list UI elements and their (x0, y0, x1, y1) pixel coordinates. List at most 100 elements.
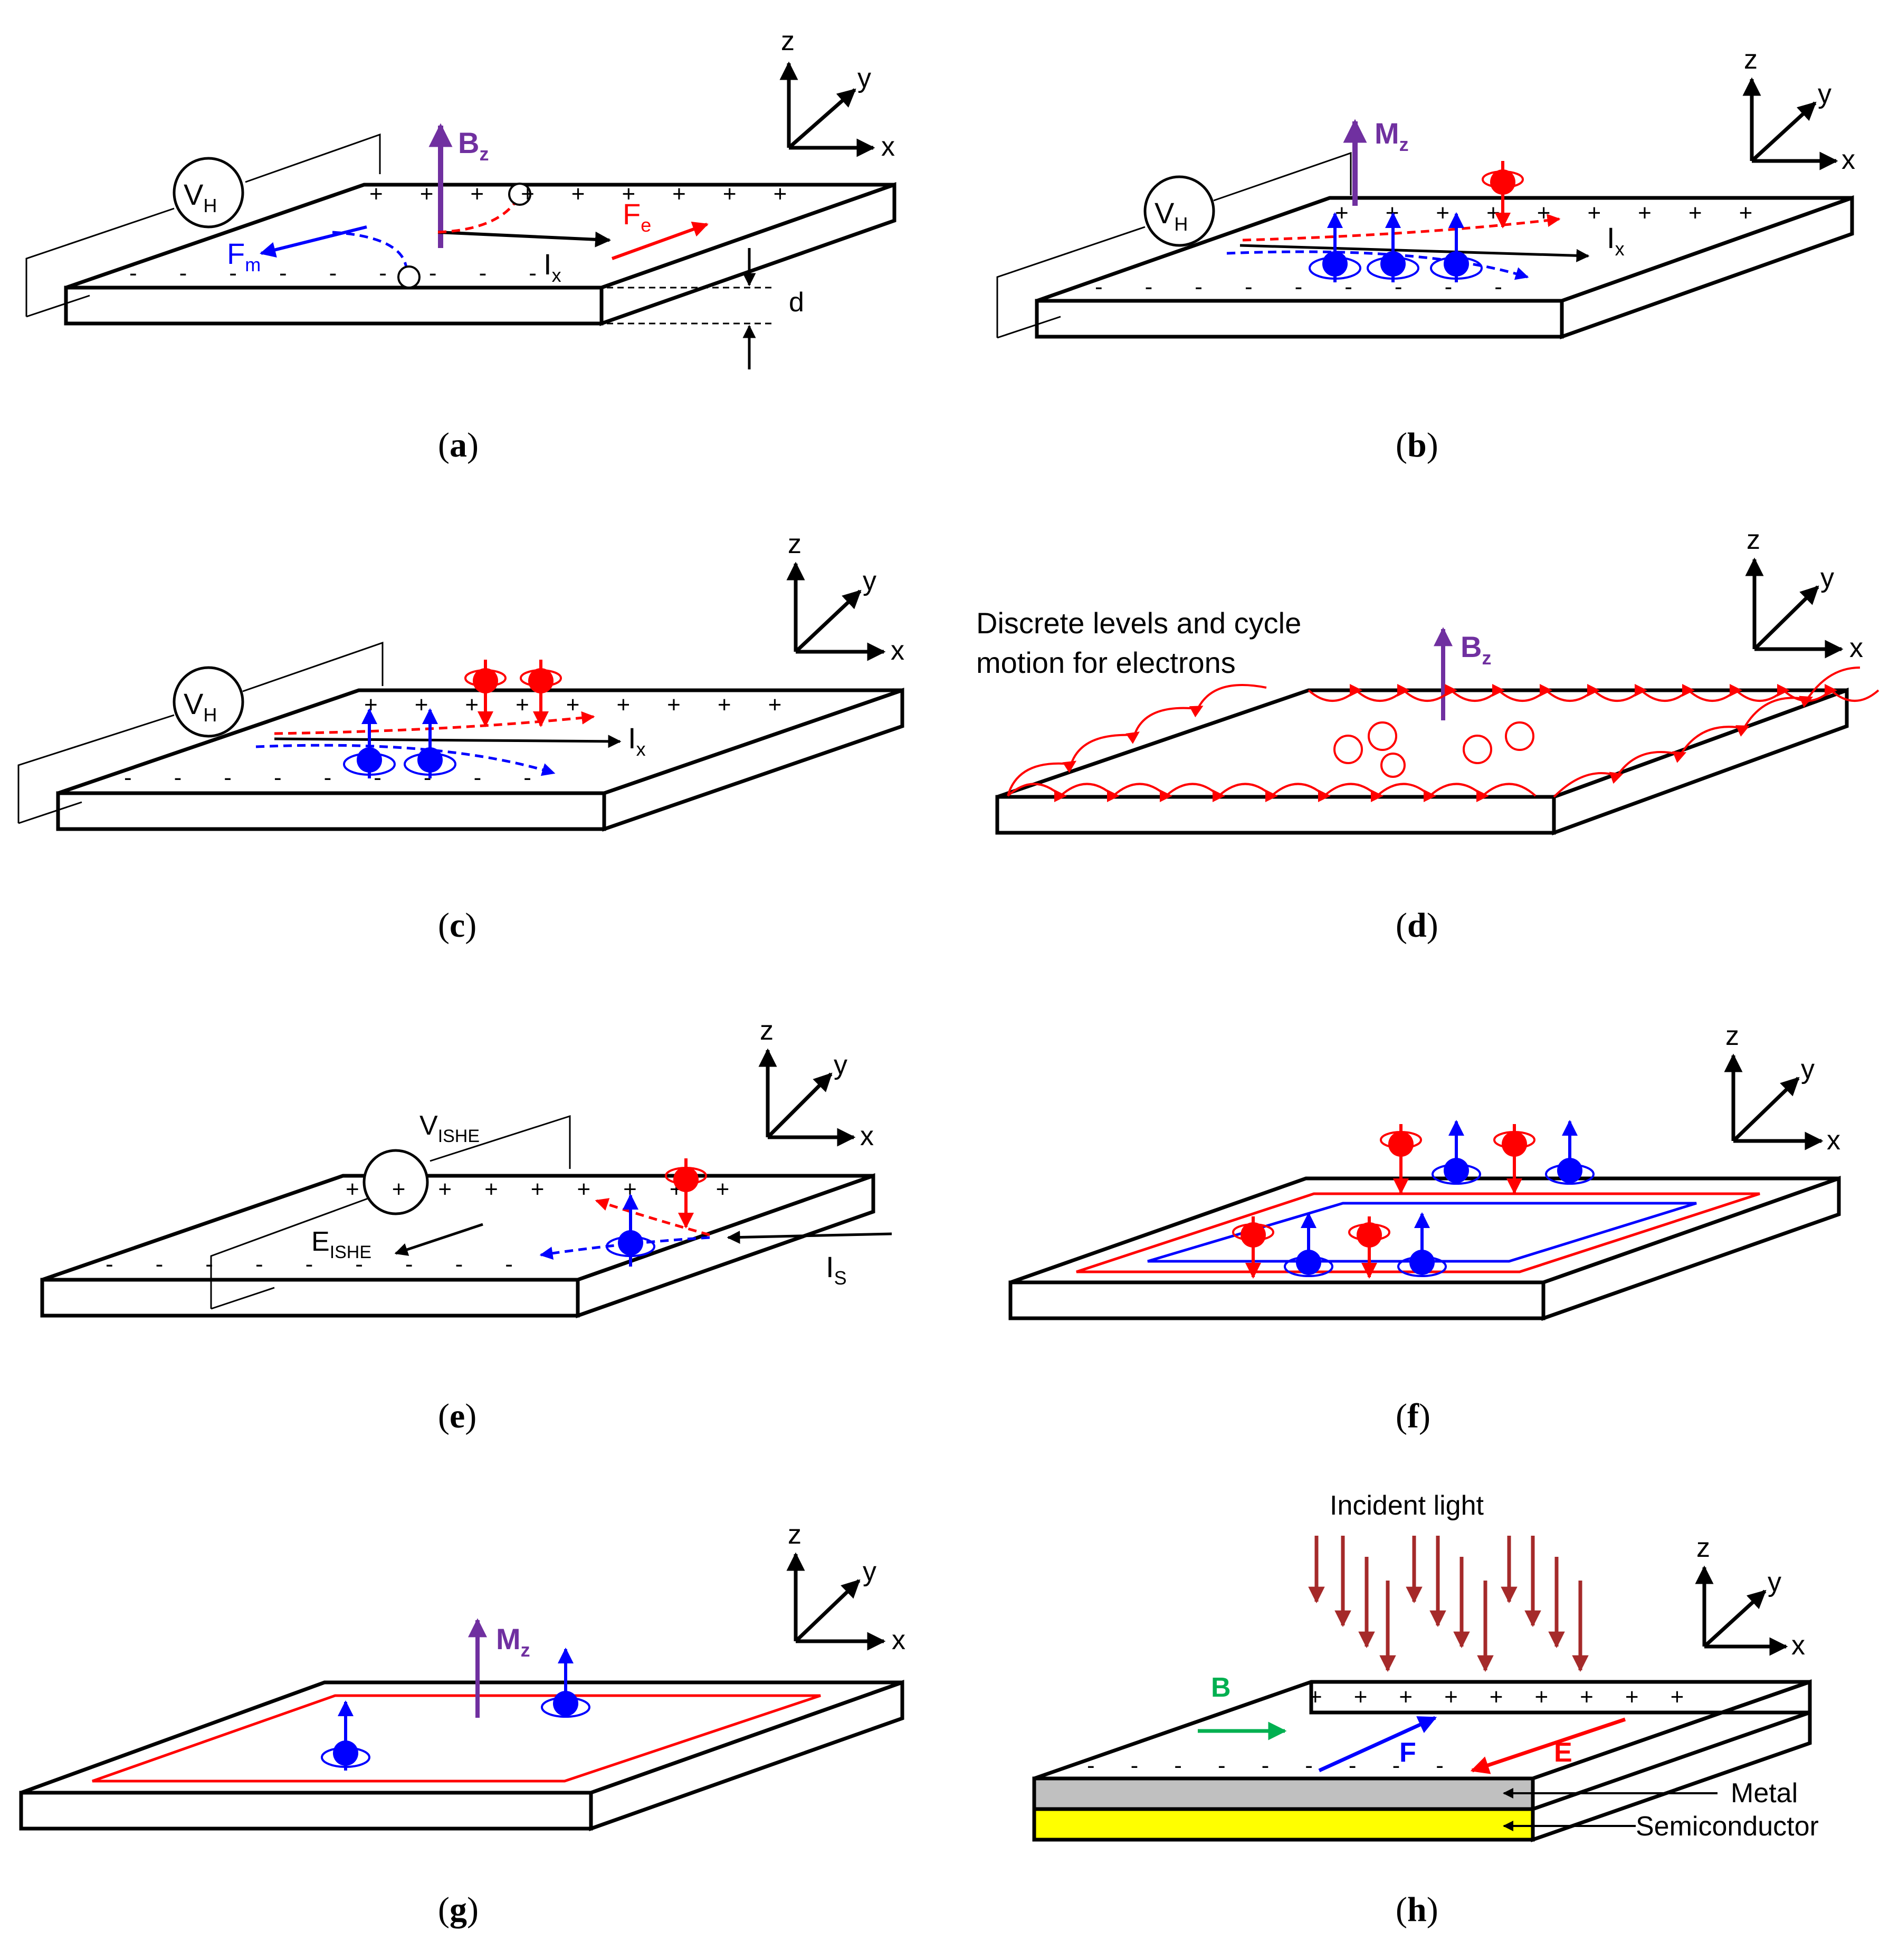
minus-charges: --------- (1087, 1753, 1480, 1778)
e-label: E (1554, 1737, 1572, 1768)
svg-text:VISHE: VISHE (419, 1110, 480, 1146)
axis-x: x (1842, 145, 1855, 175)
caption-e: e (450, 1397, 465, 1435)
current-arrow (1239, 244, 1590, 262)
voltmeter-label: V (419, 1110, 438, 1141)
caption-c: c (450, 906, 465, 945)
spin-up-electron (1284, 1212, 1333, 1277)
spin-down-electron (1482, 161, 1524, 229)
axis-z: z (1747, 525, 1760, 555)
slab (1035, 195, 1854, 339)
note-line-2: motion for electrons (976, 646, 1236, 679)
svg-text:Mz: Mz (1375, 117, 1409, 155)
spin-up-electron (541, 1648, 590, 1718)
spin-up-electron (321, 1700, 370, 1771)
svg-text:Ix: Ix (628, 721, 646, 760)
axis-x: x (1791, 1630, 1805, 1661)
axis-y: y (1801, 1054, 1815, 1084)
spin-up-electron (1309, 212, 1361, 282)
svg-text:IS: IS (826, 1250, 847, 1289)
axis-y: y (1768, 1567, 1781, 1597)
edge-orbits-left (1007, 684, 1267, 796)
minus-charges: --------- (124, 765, 574, 791)
semiconductor-label: Semiconductor (1636, 1811, 1819, 1842)
spin-down-electron (520, 660, 562, 727)
caption-b: b (1407, 426, 1427, 464)
mz-label: M (1375, 117, 1399, 150)
svg-text:Ix: Ix (543, 248, 561, 286)
current-arrow (274, 735, 622, 748)
current-label: I (543, 248, 552, 281)
voltmeter-sub: H (203, 195, 217, 216)
metal-label: Metal (1731, 1778, 1798, 1809)
mz-sub: z (1399, 134, 1409, 155)
spin-down-electron (1493, 1124, 1535, 1194)
b-label: B (1211, 1672, 1231, 1703)
spin-down-electron (1380, 1124, 1422, 1194)
thickness-label: d (789, 287, 804, 318)
minus-charges: --------- (129, 260, 579, 286)
eishe-sub: ISHE (330, 1242, 371, 1262)
svg-text:VH: VH (1155, 196, 1188, 235)
fm-label: F (227, 237, 245, 270)
bz-sub: z (1482, 647, 1491, 669)
svg-text:Fe: Fe (623, 197, 651, 236)
svg-text:Bz: Bz (458, 126, 489, 165)
hole-marker (508, 183, 531, 206)
spin-down-path (274, 711, 595, 735)
axis-y: y (857, 63, 871, 93)
svg-text:(d): (d) (1396, 906, 1438, 945)
spin-up-electron (1397, 1212, 1447, 1277)
spin-up-electron (343, 708, 396, 778)
axes (758, 1048, 856, 1147)
panel-c: z y x VH +++++++++ --------- Ix (17, 529, 904, 945)
slab (19, 1680, 904, 1831)
svg-text:(a): (a) (438, 426, 479, 464)
svg-text:(c): (c) (438, 906, 476, 945)
axes (786, 562, 886, 661)
bz-label: B (1461, 630, 1482, 663)
spin-up-electron (1545, 1120, 1595, 1185)
spin-up-electron (1430, 212, 1483, 282)
minus-charges: --------- (1095, 274, 1544, 300)
mz-sub: z (521, 1639, 530, 1661)
svg-text:VH: VH (184, 178, 217, 216)
fe-label: F (623, 197, 641, 231)
spin-up-edge-channel (1147, 1202, 1697, 1263)
ishe-circuit (210, 1115, 571, 1310)
voltmeter (1143, 175, 1215, 247)
panel-b: z y x VH Mz +++++++++ --------- Ix (996, 44, 1855, 464)
edge-orbits-bottom (1007, 783, 1537, 803)
panel-e: z y x VISHE +++++++++ --------- EISHE IS… (40, 1015, 892, 1435)
axis-x: x (1827, 1125, 1840, 1156)
slab (40, 1173, 875, 1318)
axis-y: y (863, 1556, 876, 1587)
svg-text:(h): (h) (1396, 1890, 1438, 1929)
spin-down-electron (1232, 1216, 1274, 1279)
eishe-label: E (311, 1226, 330, 1257)
axis-z: z (1696, 1533, 1710, 1563)
voltmeter-sub: ISHE (438, 1126, 480, 1146)
svg-text:(g): (g) (438, 1890, 479, 1929)
mz-label: M (496, 1622, 521, 1655)
axes (1745, 557, 1844, 659)
axis-x: x (1849, 633, 1863, 663)
caption-h: h (1407, 1890, 1427, 1929)
edge-orbits-top (1308, 683, 1880, 702)
axis-y: y (1818, 79, 1831, 109)
spin-down-electron (1348, 1216, 1390, 1279)
axes (1742, 77, 1838, 170)
current-arrow (437, 231, 611, 248)
svg-text:EISHE: EISHE (311, 1226, 371, 1262)
fe-sub: e (641, 214, 651, 236)
spin-down-path (595, 1198, 710, 1236)
axis-z: z (1744, 44, 1758, 75)
light-label: Incident light (1330, 1490, 1484, 1521)
f-label: F (1399, 1737, 1416, 1768)
spin-current-sub: S (834, 1267, 847, 1289)
axis-y: y (834, 1050, 847, 1080)
voltmeter-sub: H (203, 704, 217, 726)
spin-down-electron (665, 1158, 707, 1229)
axis-z: z (788, 1519, 802, 1550)
spin-up-electron (404, 708, 456, 778)
